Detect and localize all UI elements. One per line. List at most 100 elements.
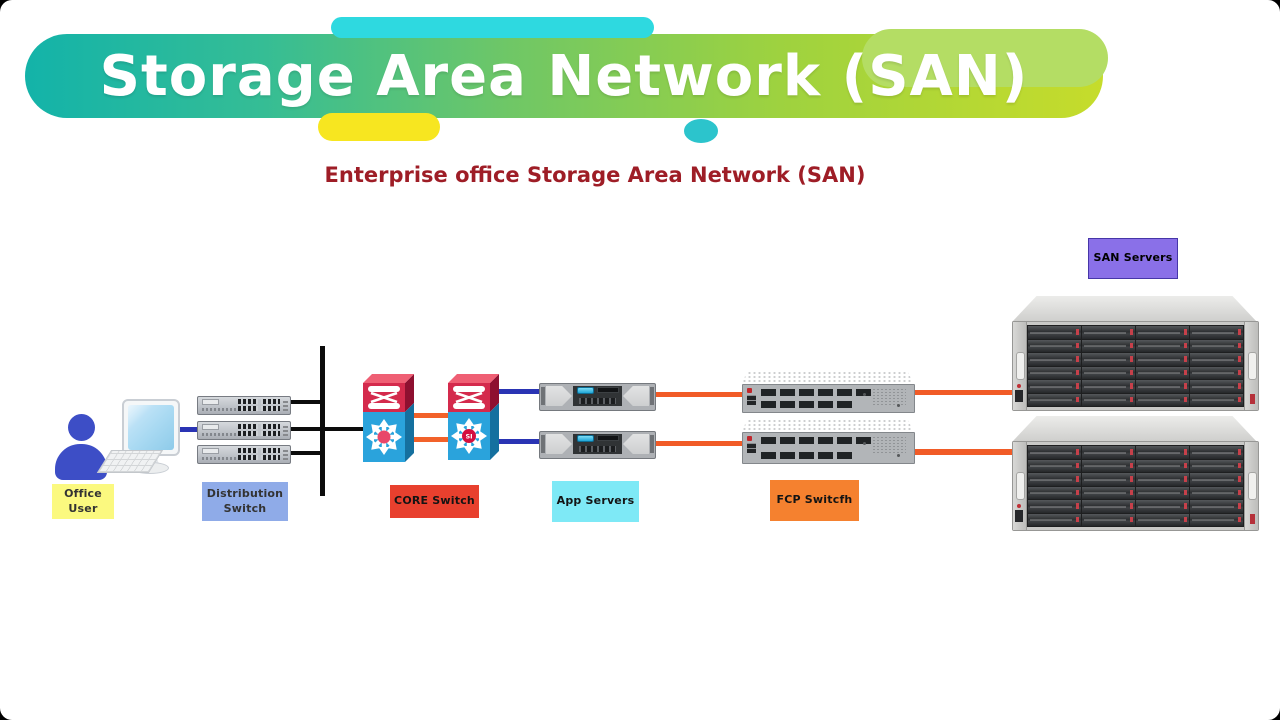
label-core-switch: CORE Switch (390, 485, 479, 518)
drive-tray (1028, 500, 1081, 513)
drive-tray (1082, 446, 1135, 459)
fcp-switch-2-top (742, 419, 913, 432)
switch-led-row (202, 457, 240, 460)
mgmt-ports (747, 443, 756, 453)
drive-tray (1082, 486, 1135, 499)
sfp-port-row-top (761, 437, 873, 444)
drive-tray (1136, 500, 1189, 513)
app-server-2 (539, 431, 656, 459)
rack-rail-left (1013, 442, 1027, 530)
sfp-port-row-top (761, 389, 873, 396)
drive-tray (1082, 353, 1135, 366)
label-app-servers: App Servers (552, 481, 639, 522)
link-app-server1-to-fcp1 (651, 392, 744, 397)
switch-led-row (202, 433, 240, 436)
sfp-port-row-bottom (761, 401, 854, 408)
rack-rail-right (1244, 442, 1258, 530)
banner-cyan-dot-accent (684, 119, 718, 143)
switch-faceplate-chip (202, 399, 219, 405)
server-bezel-right (623, 386, 649, 406)
vendor-logo (747, 436, 752, 441)
drive-tray (1028, 339, 1081, 352)
drive-tray (1136, 513, 1189, 526)
drive-tray (1028, 326, 1081, 339)
server-led-panel (577, 435, 594, 442)
drive-bay-grid (1027, 325, 1244, 407)
fcp-switch-1-top (742, 371, 913, 384)
drive-tray (1028, 353, 1081, 366)
drive-tray (1136, 486, 1189, 499)
distribution-switch-1 (197, 396, 291, 415)
rack-rail-left (1013, 322, 1027, 410)
drive-tray (1082, 513, 1135, 526)
drive-tray (1082, 459, 1135, 472)
crossbar-icon (368, 386, 400, 409)
drive-tray (1190, 473, 1243, 486)
mgmt-ports (747, 395, 756, 405)
server-faceplate (573, 386, 622, 406)
drive-tray (1028, 446, 1081, 459)
drive-tray (1136, 366, 1189, 379)
san-storage-array-1 (1012, 321, 1259, 411)
server-led-panel (577, 387, 594, 394)
drive-tray (1136, 339, 1189, 352)
drive-tray (1190, 393, 1243, 406)
drive-tray (1136, 459, 1189, 472)
page-title: Storage Area Network (SAN) (99, 43, 1029, 109)
drive-tray (1082, 326, 1135, 339)
core-switch-1-crossbar (363, 374, 414, 412)
banner-cyan-accent (331, 17, 654, 38)
link-core-interconnect-2 (412, 437, 450, 442)
drive-bay-grid (1027, 445, 1244, 527)
drive-tray (1190, 326, 1243, 339)
drive-tray (1190, 486, 1243, 499)
multilayer-switch-icon: SI (451, 418, 487, 454)
distribution-switch-2 (197, 421, 291, 440)
lan-bus-line (320, 346, 325, 496)
link-core-interconnect-1 (412, 413, 450, 418)
label-san-servers: SAN Servers (1088, 238, 1178, 279)
label-office-user: Office User (52, 484, 114, 519)
server-bezel-left (546, 386, 572, 406)
distribution-switch-3 (197, 445, 291, 464)
banner-yellow-accent (318, 113, 440, 141)
drive-tray (1028, 473, 1081, 486)
vendor-logo (747, 388, 752, 393)
drive-tray (1136, 446, 1189, 459)
drive-tray (1136, 473, 1189, 486)
diagram-subtitle: Enterprise office Storage Area Network (… (324, 163, 866, 187)
drive-tray (1028, 459, 1081, 472)
drive-tray (1136, 326, 1189, 339)
app-server-1 (539, 383, 656, 411)
drive-tray (1190, 353, 1243, 366)
san-storage-array-2 (1012, 441, 1259, 531)
label-distribution-switch: Distribution Switch (202, 482, 288, 521)
drive-tray (1136, 353, 1189, 366)
core-switch-2: SI (448, 403, 499, 460)
drive-tray (1190, 446, 1243, 459)
core-switch-2-crossbar (448, 374, 499, 412)
drive-tray (1082, 366, 1135, 379)
link-distribution-switch2-to-core (289, 427, 363, 431)
core-switch-1 (363, 403, 414, 462)
drive-tray (1028, 393, 1081, 406)
drive-tray (1190, 366, 1243, 379)
switch-led-row (202, 408, 240, 411)
drive-tray (1082, 339, 1135, 352)
link-app-server2-to-fcp2 (651, 441, 744, 446)
user-icon-head (68, 414, 95, 441)
monitor-screen (128, 405, 174, 450)
server-bezel-left (546, 434, 572, 454)
switch-faceplate-chip (202, 424, 219, 430)
monitor-icon (122, 399, 180, 456)
drive-tray (1190, 513, 1243, 526)
banner-green-accent (862, 29, 1108, 87)
drive-tray (1028, 513, 1081, 526)
san-array-1-top (1012, 296, 1257, 322)
link-distribution-switch1-to-bus (289, 400, 322, 404)
link-fcp2-to-san-array2 (909, 449, 1014, 455)
drive-tray (1082, 380, 1135, 393)
link-distribution-switch3-to-bus (289, 451, 322, 455)
switch-faceplate-chip (202, 448, 219, 454)
